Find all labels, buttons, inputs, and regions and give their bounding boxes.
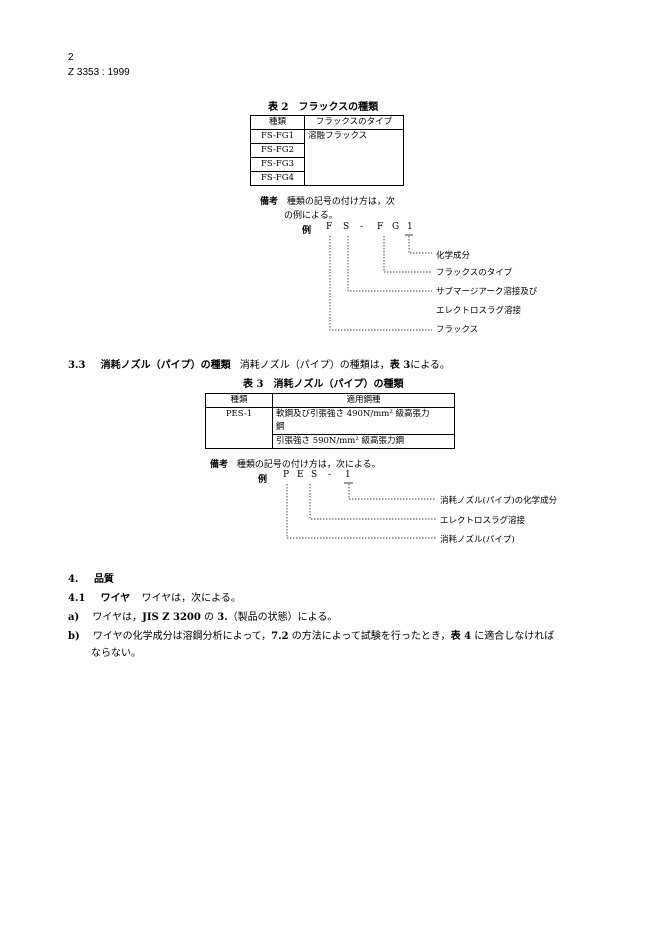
section-number: 3.3 [68,360,86,371]
section-text: による。 [410,360,450,371]
example-char: G [392,222,400,232]
section-text: 消耗ノズル（パイプ）の種類は， [239,360,390,371]
legend-item: エレクトロスラグ溶接 [440,516,526,526]
table2-title: 表 2 フラックスの種類 [268,102,379,113]
item-label: a) [68,612,80,623]
example-char: 1 [345,470,351,480]
subsection-number: 4.1 [68,593,86,604]
legend-item: フラックスのタイプ [436,268,513,278]
example-char: E [297,470,304,480]
legend-item: 消耗ノズル(パイプ)の化学成分 [440,496,558,506]
table3: 種類 適用鋼種 PES-1 軟鋼及び引張強さ 490N/mm² 級高張力鋼 引張… [205,393,455,449]
leader-line [347,236,432,292]
ref-clause: 7.2 [271,631,289,642]
table3-steel-2: 引張強さ 590N/mm² 級高張力鋼 [272,434,455,449]
table-ref: 表 4 [450,631,472,642]
example-char: - [360,222,364,232]
example-char: - [328,470,332,480]
item-text: ワイヤの化学成分は溶鋼分析によって， [92,631,272,642]
item-text-continued: ならない。 [91,648,141,659]
table3-remark-text: 種類の記号の付け方は，次による。 [236,460,381,470]
item-text: に適合しなければ [471,631,555,642]
leader-line [309,484,436,520]
table3-remark-label: 備考 [210,460,229,470]
item-text: （製品の状態）による。 [227,612,338,623]
table3-steel-1-line2: 鋼 [276,422,285,432]
item-label: b) [68,631,80,642]
table3-title: 表 3 消耗ノズル（パイプ）の種類 [243,379,404,390]
example-char: F [326,222,333,232]
table3-steel-1-line1: 軟鋼及び引張強さ 490N/mm² 級高張力 [276,409,430,419]
legend-item: 化学成分 [436,251,471,261]
table2-type: 溶融フラックス [304,129,404,186]
subsection-heading: ワイヤ [100,593,131,604]
leader-line [329,236,432,331]
ref-standard: JIS Z 3200 [142,612,201,623]
example-char: F [377,222,384,232]
section-number: 4. [68,574,79,585]
table-ref: 表 3 [389,360,411,371]
table2-kind: FS-FG4 [250,171,305,186]
legend-item: 消耗ノズル(パイプ) [440,535,515,545]
table3-example-label: 例 [258,475,268,485]
leader-line [383,236,432,273]
table2-remark-text-2: の例による。 [284,211,338,221]
item-text: の [200,612,218,623]
example-char: S [311,470,318,480]
subsection-text: ワイヤは，次による。 [141,593,241,604]
ref-clause: 3. [217,612,228,623]
table2-remark-text: 種類の記号の付け方は，次 [286,197,395,207]
example-char: S [343,222,350,232]
table2-example-label: 例 [302,226,312,236]
leader-line [286,484,436,539]
table2: 種類 フラックスのタイプ FS-FG1 溶融フラックス FS-FG2 FS-FG… [250,115,404,186]
legend-item: フラックス [436,325,479,335]
example-char: P [283,470,290,480]
page-number: 2 [68,52,74,63]
example-char: 1 [407,222,413,232]
item-text: ワイヤは， [92,612,143,623]
standard-id: Z 3353 : 1999 [68,67,130,78]
table3-kind: PES-1 [205,407,273,449]
leader-line [348,484,436,500]
section-heading: 消耗ノズル（パイプ）の種類 [100,360,231,371]
leader-line [408,236,432,254]
legend-item: サブマージアーク溶接及び [436,287,538,297]
table2-remark-label: 備考 [260,197,279,207]
legend-item: エレクトロスラグ溶接 [436,306,522,316]
item-text: の方法によって試験を行ったとき， [288,631,451,642]
section-heading: 品質 [93,574,114,585]
